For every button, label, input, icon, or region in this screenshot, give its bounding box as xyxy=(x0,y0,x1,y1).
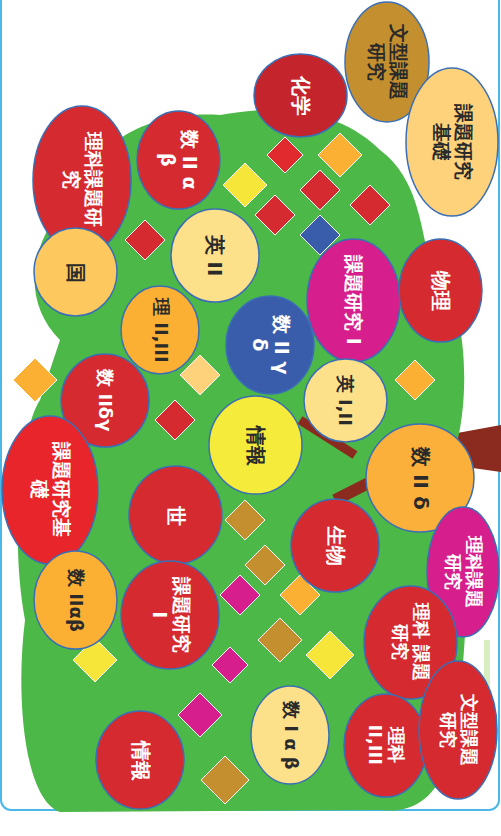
subject-circle: 文型課題研究 xyxy=(418,660,498,800)
subject-label: 理科課題研究 xyxy=(60,130,104,230)
decor-diamond xyxy=(125,220,165,260)
circle-outline xyxy=(399,239,482,342)
subject-label: 数 I α β xyxy=(280,701,301,770)
subject-circle: 課題研究 I xyxy=(306,238,401,363)
subject-label: 英 II xyxy=(203,234,226,276)
decor-diamond xyxy=(155,400,195,440)
decor-diamond xyxy=(245,545,285,585)
subject-circle: 世 xyxy=(128,465,223,565)
circle-outline xyxy=(34,228,117,316)
subject-label: 課題研究基礎 xyxy=(28,441,72,539)
subject-label: 課題研究基礎 xyxy=(430,95,474,189)
circle-outline xyxy=(137,111,220,209)
circle-outline xyxy=(121,286,199,374)
circle-outline xyxy=(344,694,427,797)
subject-circle: 情報 xyxy=(95,710,185,810)
decor-diamond xyxy=(258,618,302,662)
circle-outline xyxy=(251,686,329,784)
subject-circle: 数 I α β xyxy=(250,685,330,785)
circle-outline xyxy=(2,416,98,564)
subject-label: 情報 xyxy=(244,425,267,465)
subject-label: 情報 xyxy=(129,740,152,780)
decor-diamond xyxy=(300,170,340,210)
subject-label: 理科 II,III xyxy=(364,704,405,786)
subject-label: 数 IIαβ xyxy=(65,569,86,632)
subject-label: 物理 xyxy=(429,270,452,310)
circle-outline xyxy=(304,359,387,442)
circle-outline xyxy=(419,661,497,799)
subject-label: 課題研究 I xyxy=(342,255,364,345)
circle-outline xyxy=(34,551,117,649)
decor-diamond xyxy=(306,631,354,679)
subject-circle: 課題研究 I xyxy=(120,560,220,670)
subject-circle: 数 IIαβ xyxy=(33,550,118,650)
circle-outline xyxy=(129,466,222,564)
subject-circle: 理科 II,III xyxy=(343,693,428,798)
circle-outline xyxy=(406,68,498,216)
decor-diamond xyxy=(13,358,57,402)
subject-circle: 国 xyxy=(33,227,118,317)
decor-diamond xyxy=(220,575,260,615)
decor-diamond xyxy=(212,647,248,683)
subject-label: 課題研究 I xyxy=(148,572,192,658)
subject-circle: 数 II γ δ xyxy=(225,295,315,395)
subject-circle: 化学 xyxy=(253,53,348,138)
subject-label: 英 I,II xyxy=(335,374,356,425)
subject-label: 数 II δ xyxy=(409,447,432,510)
subject-circle: 生物 xyxy=(290,498,380,593)
subject-circle: 情報 xyxy=(208,395,303,495)
subject-label: 文型課題研究 xyxy=(437,690,478,770)
subject-label: 世 xyxy=(164,505,187,525)
decor-diamond xyxy=(225,500,265,540)
subject-circle: 課題研究基礎 xyxy=(1,415,99,565)
subject-circle: 課題研究基礎 xyxy=(405,67,499,217)
circle-outline xyxy=(209,396,302,494)
decor-diamond xyxy=(255,195,295,235)
circle-outline xyxy=(96,711,184,809)
subject-circle: 理 II,III xyxy=(120,285,200,375)
circle-outline xyxy=(171,209,259,302)
circle-outline xyxy=(291,499,379,592)
subject-label: 化学 xyxy=(289,75,312,115)
subject-circle: 数 II α β xyxy=(136,110,221,210)
circle-outline xyxy=(254,54,347,137)
circle-outline xyxy=(307,239,400,362)
decor-diamond xyxy=(395,360,435,400)
subject-label: 数 II γ δ xyxy=(248,306,292,384)
decor-diamond xyxy=(223,163,267,207)
decor-diamond xyxy=(178,693,222,737)
subject-label: 数 II α β xyxy=(156,121,200,199)
subject-circle: 物理 xyxy=(398,238,483,343)
decor-diamond xyxy=(267,137,303,173)
decor-diamond xyxy=(201,756,249,804)
circle-outline xyxy=(226,296,314,394)
subject-label: 理 II,III xyxy=(150,298,171,363)
subject-label: 国 xyxy=(64,262,87,282)
decor-diamond xyxy=(318,133,362,177)
circle-outline xyxy=(121,561,219,669)
decor-diamond xyxy=(350,185,390,225)
subject-label: 生物 xyxy=(324,525,347,565)
subject-label: 数 IIδγ xyxy=(95,369,116,431)
subject-circle: 英 II xyxy=(170,208,260,303)
subject-label: 理科 課題研究 xyxy=(389,597,430,687)
subject-label: 文型課題研究 xyxy=(365,19,409,105)
subject-circle: 英 I,II xyxy=(303,358,388,443)
subject-label: 理科課題研究 xyxy=(442,535,483,609)
